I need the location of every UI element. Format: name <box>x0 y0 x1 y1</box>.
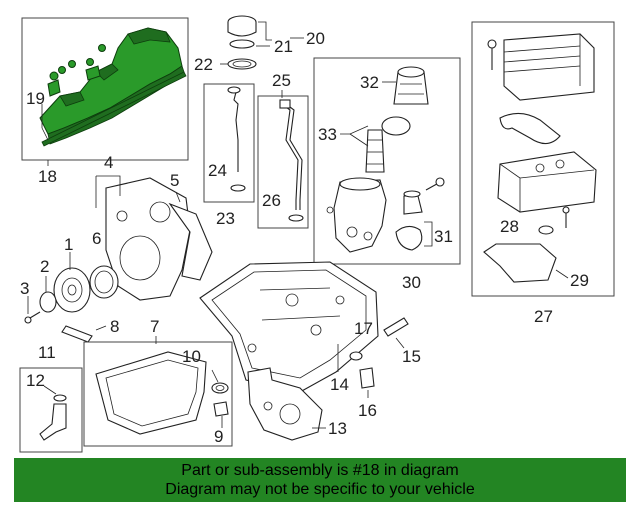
callout-28: 28 <box>500 217 519 236</box>
oil-pump-group: 13 <box>247 367 347 441</box>
callout-7: 7 <box>150 317 159 336</box>
callout-27: 27 <box>534 307 553 326</box>
parts-diagram: 19 18 20 21 22 24 23 25 26 <box>19 15 615 453</box>
lower-oil-pan-group: 10 9 7 <box>83 317 233 447</box>
upper-oil-pan-group <box>199 261 379 393</box>
callout-9: 9 <box>214 427 223 446</box>
callout-14: 14 <box>330 375 349 394</box>
callout-16: 16 <box>358 401 377 420</box>
callout-3: 3 <box>20 279 29 298</box>
callout-6: 6 <box>92 229 101 248</box>
callout-5: 5 <box>170 171 179 190</box>
oil-filler-cap-group: 20 21 22 <box>194 15 325 74</box>
callout-26: 26 <box>262 191 281 210</box>
crank-pulley-group: 1 2 3 <box>20 235 91 324</box>
callout-23: 23 <box>216 209 235 228</box>
dipstick-tube-group: 25 26 <box>257 71 309 229</box>
callout-25: 25 <box>272 71 291 90</box>
callout-32: 32 <box>360 73 379 92</box>
callout-31: 31 <box>434 227 453 246</box>
banner-line-1: Part or sub-assembly is #18 in diagram <box>181 462 459 479</box>
callout-30: 30 <box>402 273 421 292</box>
callout-29: 29 <box>570 271 589 290</box>
callout-24: 24 <box>208 161 227 180</box>
valve-cover-group: 19 18 <box>21 17 189 186</box>
callout-18: 18 <box>38 167 57 186</box>
banner-line-2: Diagram may not be specific to your vehi… <box>165 481 475 498</box>
callout-12: 12 <box>26 371 45 390</box>
callout-1: 1 <box>64 235 73 254</box>
callout-33: 33 <box>318 125 337 144</box>
valve-cover-box <box>21 17 189 161</box>
callout-13: 13 <box>328 419 347 438</box>
oil-filter-group: 32 33 31 30 <box>313 57 461 292</box>
callout-4: 4 <box>104 153 113 172</box>
gasket-8-group: 8 <box>61 317 119 343</box>
timing-cover-group: 4 5 6 <box>89 153 213 301</box>
callout-22: 22 <box>194 55 213 74</box>
dipstick-group: 24 23 <box>203 83 255 228</box>
callout-11: 11 <box>38 343 56 362</box>
part-info-banner: Part or sub-assembly is #18 in diagram D… <box>14 458 626 502</box>
callout-10: 10 <box>182 347 201 366</box>
callout-20: 20 <box>306 29 325 48</box>
callout-15: 15 <box>402 347 421 366</box>
callout-19: 19 <box>26 89 45 108</box>
oil-level-sensor-group: 12 11 <box>19 343 83 453</box>
oil-cooler-group: 28 29 27 <box>471 21 615 326</box>
callout-17: 17 <box>354 319 373 338</box>
callout-8: 8 <box>110 317 119 336</box>
callout-21: 21 <box>274 37 293 56</box>
drain-plug-group: 14 17 16 15 <box>330 317 421 420</box>
callout-2: 2 <box>40 257 49 276</box>
